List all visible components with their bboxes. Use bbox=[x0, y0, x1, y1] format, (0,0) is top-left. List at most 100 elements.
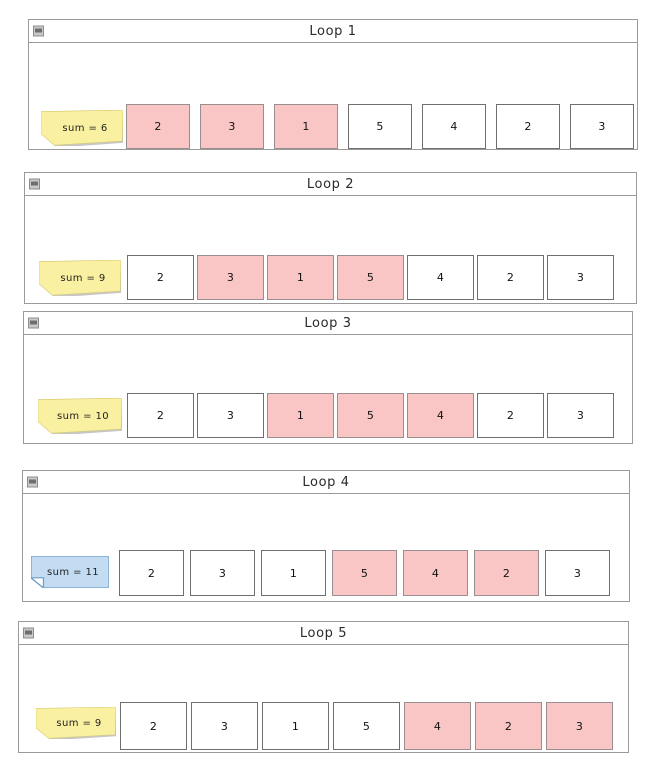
array-cell-highlighted[interactable]: 5 bbox=[337, 393, 404, 438]
loop-title: Loop 4 bbox=[302, 474, 350, 490]
array-cell-value: 5 bbox=[360, 566, 369, 580]
loop-title: Loop 1 bbox=[309, 23, 357, 39]
sum-label: sum = 6 bbox=[62, 122, 108, 134]
array-cell-value: 4 bbox=[431, 566, 440, 580]
array-cell-value: 3 bbox=[575, 719, 584, 733]
array-cell-value: 2 bbox=[506, 409, 515, 422]
array-cell-value: 2 bbox=[156, 271, 165, 284]
array-cell[interactable]: 3 bbox=[197, 393, 264, 438]
array-cell-highlighted[interactable]: 2 bbox=[126, 104, 190, 149]
loop-panel-header: Loop 4 bbox=[23, 471, 629, 494]
array-cell-value: 3 bbox=[576, 271, 585, 284]
array-cell-value: 3 bbox=[226, 409, 235, 422]
sticky-note-shape bbox=[38, 398, 122, 434]
collapse-icon[interactable] bbox=[23, 627, 34, 639]
array-row: 2 3 1 5 4 2 3 bbox=[126, 104, 634, 149]
array-cell[interactable]: 3 bbox=[570, 104, 634, 149]
array-cell-value: 3 bbox=[226, 271, 235, 284]
array-cell[interactable]: 2 bbox=[477, 255, 544, 300]
array-cell[interactable]: 2 bbox=[120, 702, 187, 750]
array-cell[interactable]: 3 bbox=[190, 550, 255, 596]
sum-sticky-note[interactable]: sum = 9 bbox=[36, 707, 116, 739]
array-cell-value: 2 bbox=[147, 566, 156, 580]
array-cell-value: 2 bbox=[156, 409, 165, 422]
array-cell-highlighted[interactable]: 4 bbox=[404, 702, 471, 750]
array-cell-highlighted[interactable]: 1 bbox=[274, 104, 338, 149]
loop-panel-header: Loop 1 bbox=[29, 20, 637, 43]
loop-panel: Loop 5 sum = 9 2 3 1 5 4 2 3 bbox=[18, 621, 629, 753]
array-cell[interactable]: 4 bbox=[422, 104, 486, 149]
array-cell[interactable]: 1 bbox=[262, 702, 329, 750]
array-cell-value: 5 bbox=[376, 120, 384, 133]
sum-sticky-note[interactable]: sum = 9 bbox=[39, 260, 121, 296]
collapse-icon[interactable] bbox=[29, 178, 40, 190]
array-cell[interactable]: 4 bbox=[407, 255, 474, 300]
array-cell-value: 5 bbox=[366, 271, 375, 284]
array-cell-value: 3 bbox=[576, 409, 585, 422]
loop-panel: Loop 1 sum = 6 2 3 1 5 4 2 3 bbox=[28, 19, 638, 150]
sticky-note-shape bbox=[41, 110, 123, 146]
array-cell-highlighted[interactable]: 1 bbox=[267, 255, 334, 300]
array-cell-highlighted[interactable]: 4 bbox=[403, 550, 468, 596]
loop-title: Loop 5 bbox=[299, 625, 348, 641]
sum-sticky-note[interactable]: sum = 6 bbox=[41, 110, 123, 146]
array-cell[interactable]: 2 bbox=[127, 255, 194, 300]
sticky-note-shape bbox=[31, 556, 109, 588]
array-row: 2 3 1 5 4 2 3 bbox=[120, 702, 613, 750]
sum-label: sum = 11 bbox=[47, 566, 99, 578]
sum-label: sum = 9 bbox=[56, 717, 102, 729]
sum-sticky-note[interactable]: sum = 10 bbox=[38, 398, 122, 434]
array-cell-highlighted[interactable]: 2 bbox=[474, 550, 539, 596]
array-cell-highlighted[interactable]: 5 bbox=[332, 550, 397, 596]
array-cell-value: 3 bbox=[228, 120, 236, 133]
array-cell-value: 3 bbox=[220, 719, 229, 733]
loop-panel-body: sum = 9 2 3 1 5 4 2 3 bbox=[19, 645, 628, 752]
array-cell-value: 1 bbox=[289, 566, 298, 580]
array-cell-value: 2 bbox=[149, 719, 158, 733]
sum-label: sum = 9 bbox=[60, 272, 106, 284]
array-cell[interactable]: 2 bbox=[127, 393, 194, 438]
array-cell-value: 2 bbox=[154, 120, 162, 133]
array-cell-value: 3 bbox=[218, 566, 227, 580]
array-cell-highlighted[interactable]: 4 bbox=[407, 393, 474, 438]
array-cell-highlighted[interactable]: 3 bbox=[200, 104, 264, 149]
sticky-note-shape bbox=[36, 707, 116, 739]
array-cell[interactable]: 2 bbox=[496, 104, 560, 149]
array-cell[interactable]: 2 bbox=[119, 550, 184, 596]
array-cell-value: 2 bbox=[524, 120, 532, 133]
array-cell[interactable]: 5 bbox=[348, 104, 412, 149]
array-cell-value: 5 bbox=[362, 719, 371, 733]
array-cell-value: 1 bbox=[302, 120, 310, 133]
loop-title: Loop 3 bbox=[304, 315, 352, 331]
array-cell[interactable]: 3 bbox=[547, 393, 614, 438]
array-cell-highlighted[interactable]: 3 bbox=[546, 702, 613, 750]
array-cell[interactable]: 5 bbox=[333, 702, 400, 750]
collapse-icon[interactable] bbox=[33, 25, 44, 37]
array-cell-highlighted[interactable]: 5 bbox=[337, 255, 404, 300]
array-cell-value: 3 bbox=[598, 120, 606, 133]
array-cell-highlighted[interactable]: 3 bbox=[197, 255, 264, 300]
array-cell-value: 2 bbox=[506, 271, 515, 284]
array-cell[interactable]: 2 bbox=[477, 393, 544, 438]
array-cell-value: 4 bbox=[433, 719, 442, 733]
array-row: 2 3 1 5 4 2 3 bbox=[127, 255, 614, 300]
array-cell[interactable]: 3 bbox=[191, 702, 258, 750]
collapse-icon[interactable] bbox=[28, 317, 39, 329]
sum-sticky-note[interactable]: sum = 11 bbox=[31, 556, 109, 588]
array-cell[interactable]: 3 bbox=[547, 255, 614, 300]
array-cell-highlighted[interactable]: 2 bbox=[475, 702, 542, 750]
array-cell-value: 4 bbox=[450, 120, 458, 133]
array-cell[interactable]: 3 bbox=[545, 550, 610, 596]
array-cell-highlighted[interactable]: 1 bbox=[267, 393, 334, 438]
array-cell-value: 1 bbox=[291, 719, 300, 733]
array-cell[interactable]: 1 bbox=[261, 550, 326, 596]
collapse-icon[interactable] bbox=[27, 476, 38, 488]
